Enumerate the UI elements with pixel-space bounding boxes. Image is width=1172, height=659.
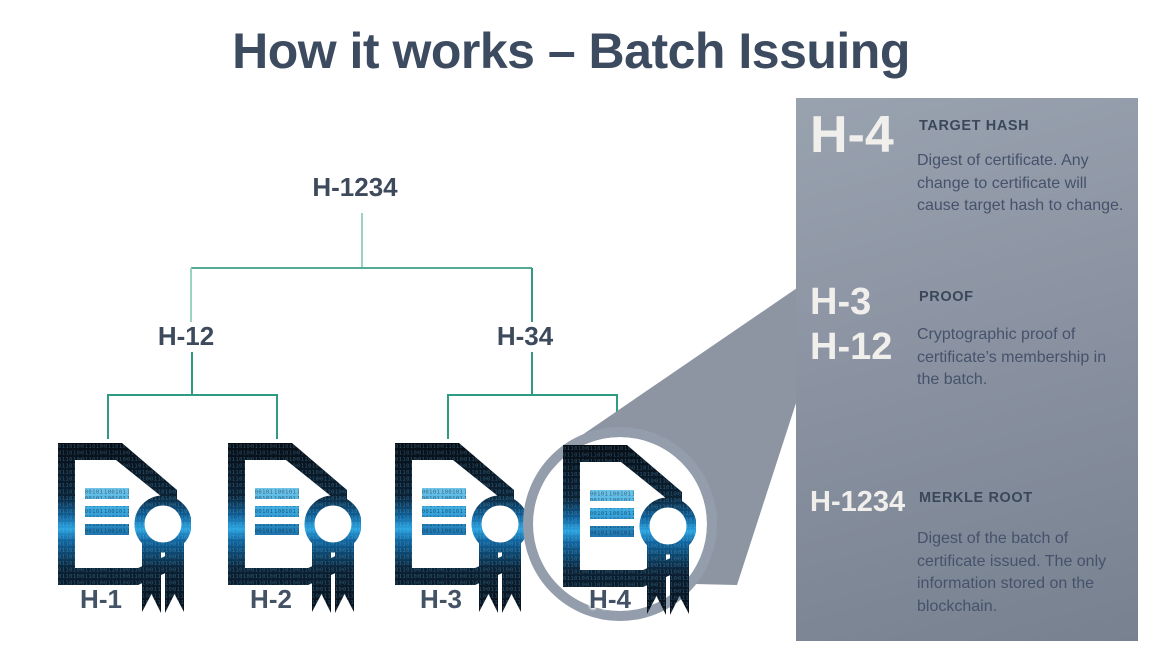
- legend-heading-target-hash: TARGET HASH: [919, 118, 1030, 134]
- magnifier-circle-icon: [523, 427, 717, 621]
- leaf-label-h1: H-1: [80, 584, 122, 614]
- legend-heading-proof: PROOF: [919, 289, 974, 305]
- legend-hash-label-h3: H-3: [810, 281, 872, 323]
- legend-hash-label-h12: H-12: [810, 326, 893, 368]
- legend-panel: H-4 TARGET HASH Digest of certificate. A…: [796, 98, 1138, 641]
- legend-description-merkle-root: Digest of the batch of certificate issue…: [917, 530, 1107, 615]
- legend-hash-label-h4: H-4: [810, 106, 894, 164]
- legend-description-proof: Cryptographic proof of certificate’s mem…: [917, 326, 1107, 388]
- legend-description-target-hash: Digest of certificate. Any change to cer…: [917, 152, 1124, 214]
- tree-node-root: H-1234: [312, 172, 398, 202]
- legend-heading-merkle-root: MERKLE ROOT: [919, 490, 1033, 506]
- leaf-label-h3: H-3: [420, 584, 462, 614]
- slide-title: How it works – Batch Issuing: [232, 23, 910, 79]
- leaf-label-h4: H-4: [589, 584, 631, 614]
- left-leaf-bracket-line: [107, 352, 278, 439]
- tree-node-h12: H-12: [157, 321, 215, 351]
- tree-node-h34: H-34: [496, 321, 554, 351]
- legend-hash-label-h1234: H-1234: [810, 486, 906, 518]
- leaf-label-h2: H-2: [250, 584, 292, 614]
